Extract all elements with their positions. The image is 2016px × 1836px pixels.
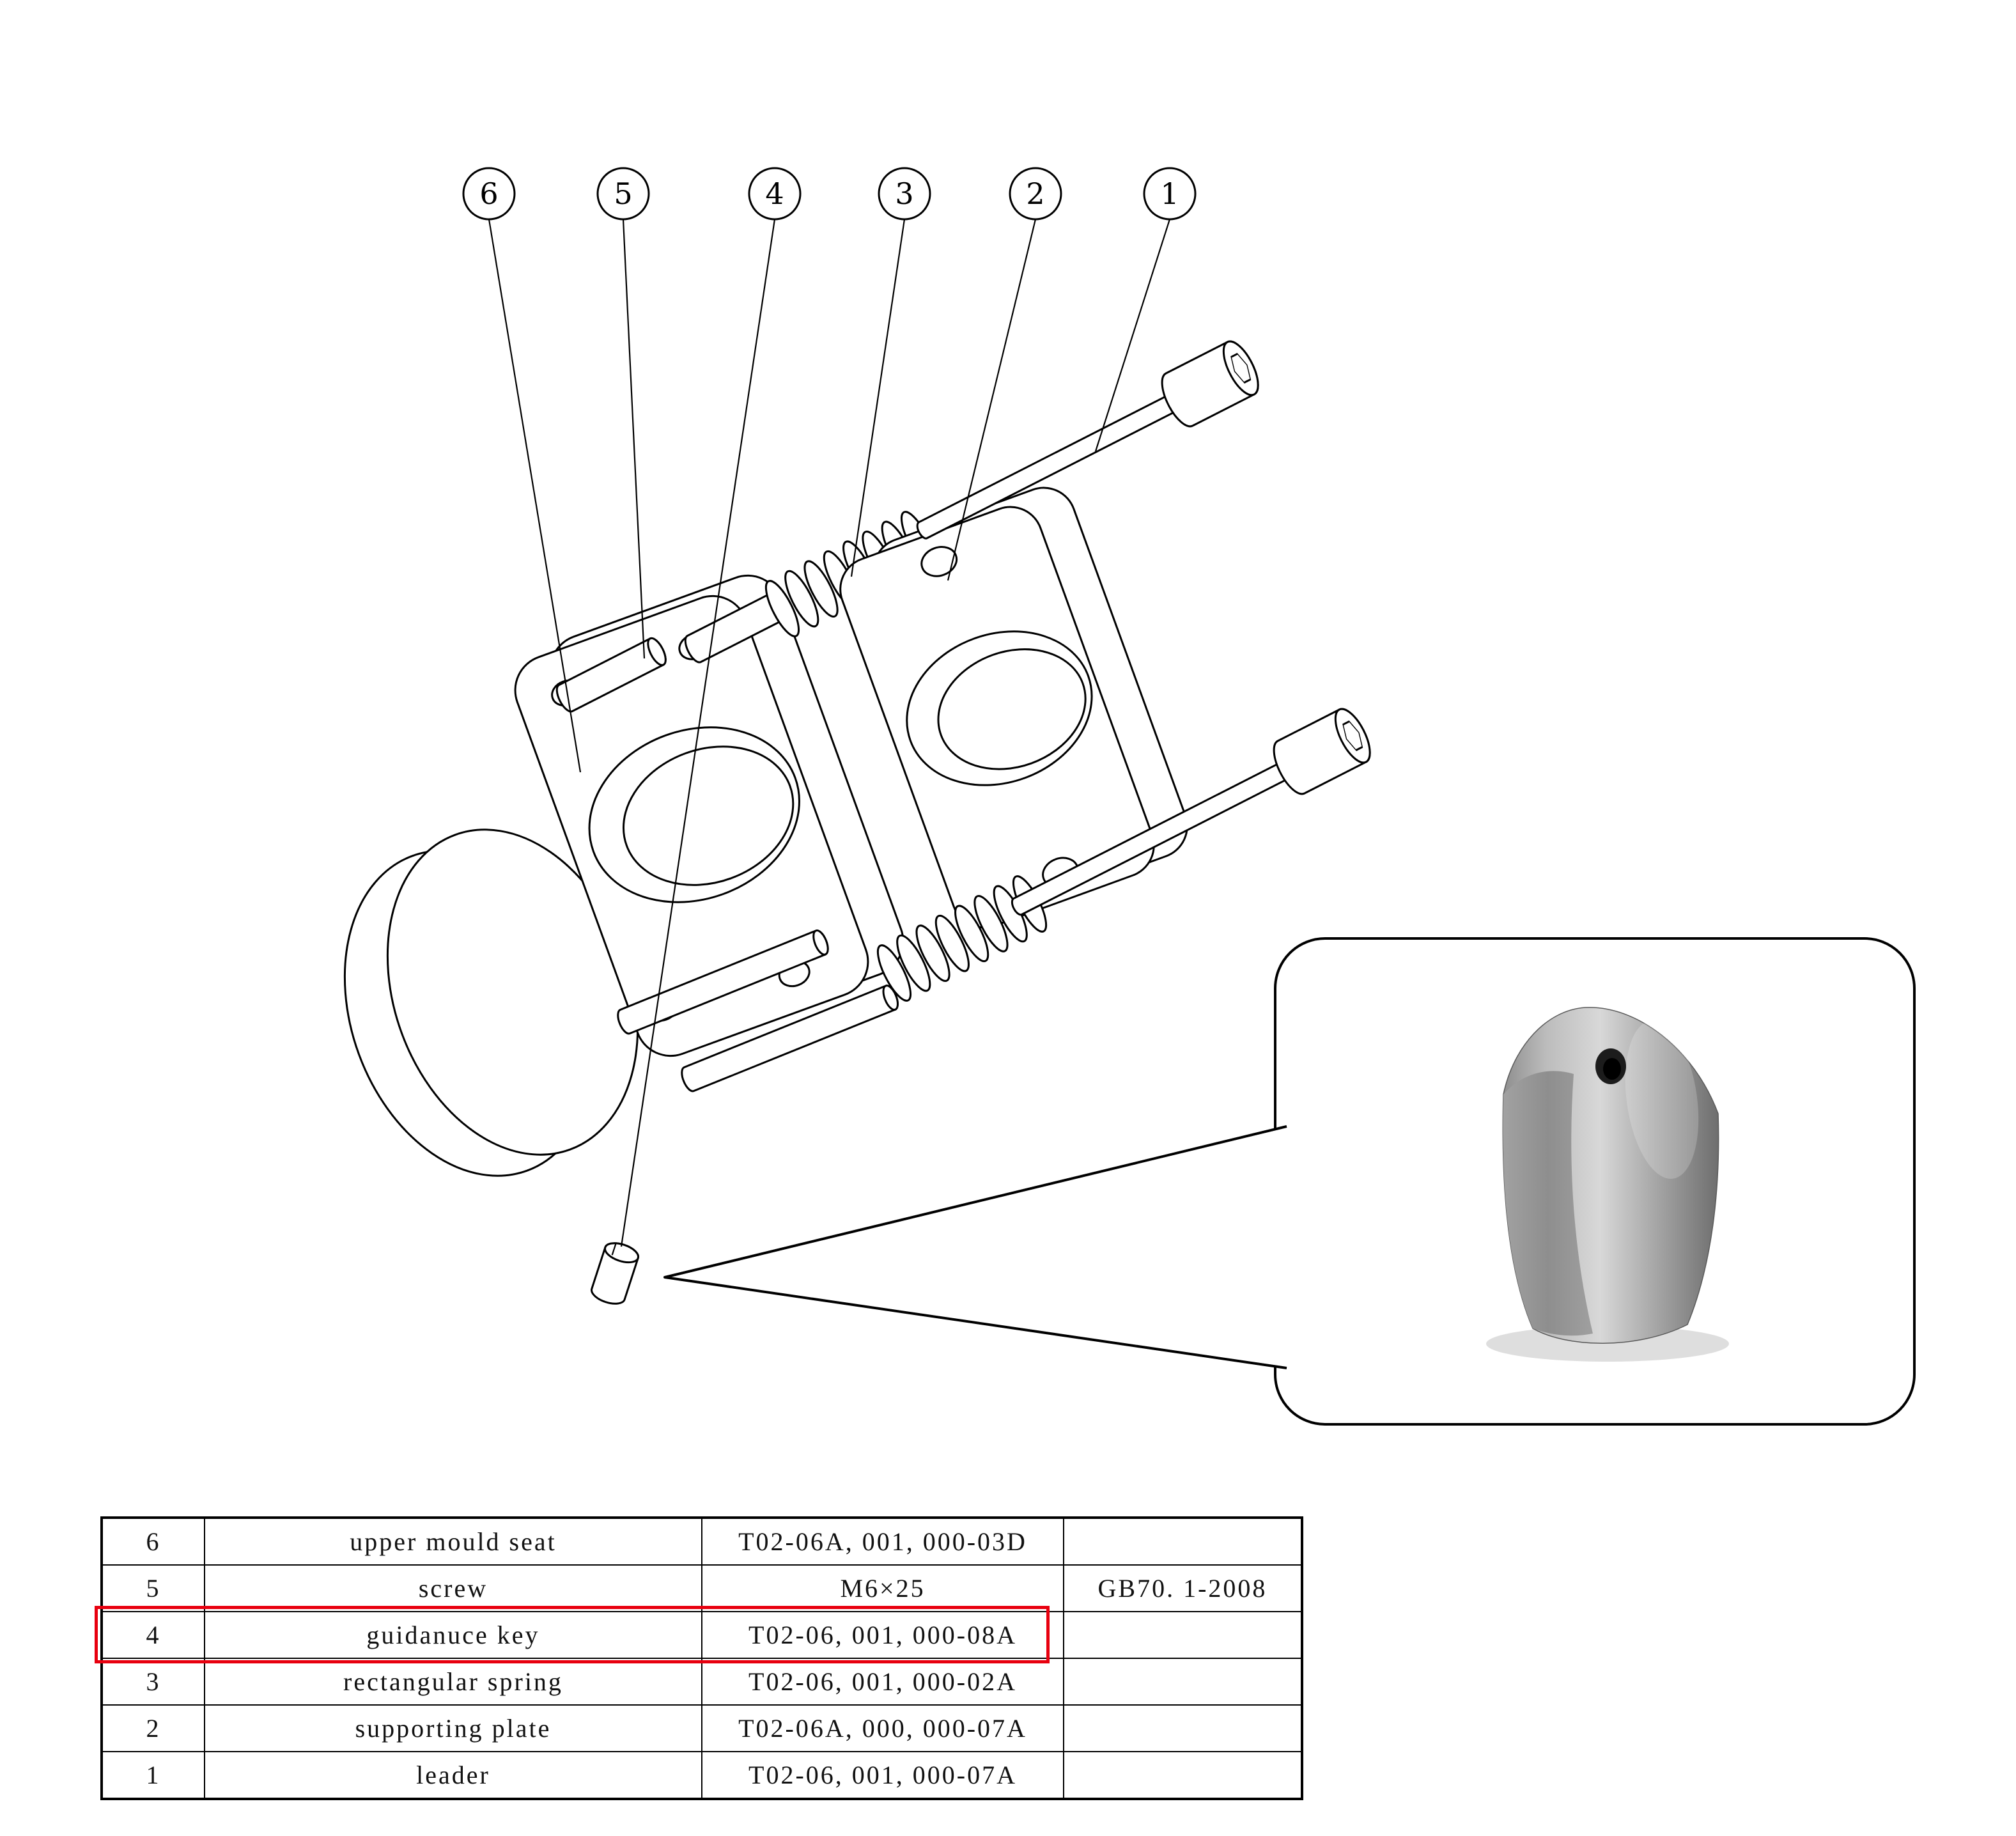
part-standard-cell: GB70. 1-2008 — [1063, 1564, 1303, 1612]
balloon-1-label: 1 — [1160, 176, 1179, 211]
part-code-cell: T02-06A, 001, 000-03D — [701, 1517, 1064, 1566]
part-name-cell: leader — [204, 1751, 702, 1800]
callout-bubble — [663, 937, 1916, 1426]
part-no-cell: 4 — [101, 1611, 205, 1659]
guidance-key-photo — [1486, 1007, 1729, 1362]
balloon-6: 6 — [462, 167, 516, 221]
balloon-4-label: 4 — [765, 176, 784, 211]
part-name-cell: supporting plate — [204, 1704, 702, 1752]
table-row: 2 supporting plate T02-06A, 000, 000-07A — [101, 1704, 1303, 1752]
balloon-3: 3 — [878, 167, 931, 221]
part-code-cell: T02-06, 001, 000-02A — [701, 1658, 1064, 1706]
leader-line-3 — [850, 219, 906, 577]
part-standard-cell — [1063, 1611, 1303, 1659]
part-no-cell: 3 — [101, 1658, 205, 1706]
part-standard-cell — [1063, 1704, 1303, 1752]
balloon-3-label: 3 — [895, 176, 913, 211]
table-row: 1 leader T02-06, 001, 000-07A — [101, 1751, 1303, 1800]
leader-screw-1 — [916, 340, 1259, 540]
table-row: 6 upper mould seat T02-06A, 001, 000-03D — [101, 1517, 1303, 1566]
balloon-4: 4 — [748, 167, 802, 221]
part-name-cell: screw — [204, 1564, 702, 1612]
leader-line-2 — [947, 219, 1037, 581]
table-row-highlighted: 4 guidanuce key T02-06, 001, 000-08A — [101, 1611, 1303, 1659]
leader-line-6 — [488, 219, 582, 773]
screw-pin-1 — [555, 637, 667, 713]
part-no-cell: 1 — [101, 1751, 205, 1800]
table-row: 3 rectangular spring T02-06, 001, 000-02… — [101, 1658, 1303, 1706]
leader-line-4 — [620, 219, 776, 1247]
parts-table: 6 upper mould seat T02-06A, 001, 000-03D… — [100, 1516, 1303, 1800]
callout-pointer — [663, 1125, 1287, 1369]
part-no-cell: 2 — [101, 1704, 205, 1752]
balloon-5-label: 5 — [614, 176, 632, 211]
part-standard-cell — [1063, 1517, 1303, 1566]
balloon-2-label: 2 — [1026, 176, 1044, 211]
table-row: 5 screw M6×25 GB70. 1-2008 — [101, 1564, 1303, 1612]
part-code-cell: T02-06, 001, 000-08A — [701, 1611, 1064, 1659]
part-code-cell: T02-06, 001, 000-07A — [701, 1751, 1064, 1800]
leader-line-5 — [622, 219, 646, 659]
part-standard-cell — [1063, 1751, 1303, 1800]
part-name-cell: rectangular spring — [204, 1658, 702, 1706]
leader-line-1 — [1094, 219, 1171, 452]
part-no-cell: 6 — [101, 1517, 205, 1566]
balloon-1: 1 — [1143, 167, 1197, 221]
leader-screw-2 — [1011, 708, 1371, 916]
balloon-5: 5 — [596, 167, 650, 221]
part-code-cell: M6×25 — [701, 1564, 1064, 1612]
balloon-6-label: 6 — [479, 176, 498, 211]
guidance-key — [591, 1242, 639, 1305]
supporting-plate — [839, 486, 1188, 929]
guide-rod-1 — [617, 930, 829, 1035]
part-name-cell: guidanuce key — [204, 1611, 702, 1659]
balloon-leader-lines — [488, 219, 1171, 1247]
part-code-cell: T02-06A, 000, 000-07A — [701, 1704, 1064, 1752]
part-standard-cell — [1063, 1658, 1303, 1706]
part-name-cell: upper mould seat — [204, 1517, 702, 1566]
part-no-cell: 5 — [101, 1564, 205, 1612]
balloon-2: 2 — [1009, 167, 1062, 221]
